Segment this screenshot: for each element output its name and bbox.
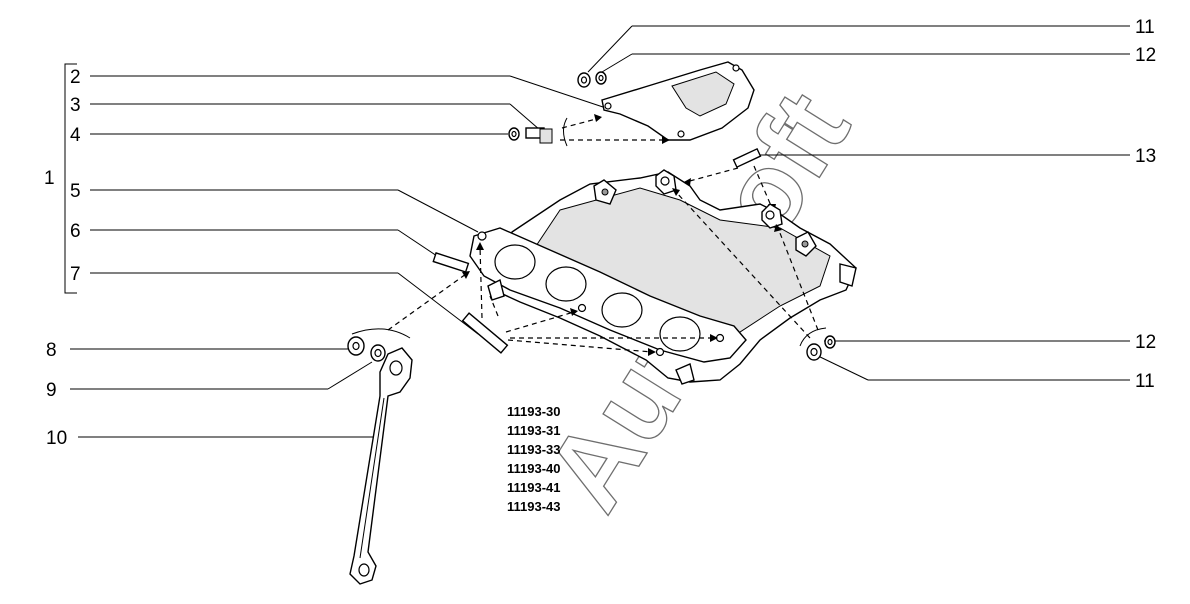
callout-1: 1	[44, 168, 55, 189]
model-codes: 11193-30 11193-31 11193-33 11193-40 1119…	[507, 404, 561, 514]
callout-4: 4	[70, 125, 81, 146]
stud-7	[461, 312, 509, 354]
callout-2: 2	[70, 67, 81, 88]
model-code-3: 11193-33	[507, 442, 561, 457]
group-bracket	[64, 63, 77, 294]
nut-washer-right	[672, 188, 836, 361]
stud-6	[432, 252, 470, 273]
callout-3: 3	[70, 95, 81, 116]
nut-washer-top	[577, 71, 607, 88]
callout-8: 8	[46, 340, 57, 361]
callout-10: 10	[46, 428, 67, 449]
exhaust-manifold	[469, 169, 857, 385]
model-code-6: 11193-43	[507, 499, 561, 514]
model-code-2: 11193-31	[507, 423, 561, 438]
assembly-arrows-top	[560, 114, 670, 147]
callout-6: 6	[70, 221, 81, 242]
callout-9: 9	[46, 380, 57, 401]
callout-11-top: 11	[1135, 17, 1155, 38]
heat-shield	[601, 61, 755, 141]
bolt-and-washer	[508, 127, 553, 144]
callout-11-right: 11	[1135, 371, 1155, 392]
callout-labels: 1 2 3 4 5 6 7 8 9 10 11 12 13 12 11	[44, 17, 1156, 449]
nut-washer-left	[347, 336, 386, 362]
support-bracket	[349, 347, 413, 585]
model-code-4: 11193-40	[507, 461, 561, 476]
assembly-arrows-left	[351, 242, 718, 356]
callout-5: 5	[70, 181, 81, 202]
callout-13: 13	[1135, 146, 1156, 167]
callout-12-right: 12	[1135, 332, 1156, 353]
model-code-5: 11193-41	[507, 480, 561, 495]
callout-12-top: 12	[1135, 45, 1156, 66]
callout-7: 7	[70, 264, 81, 285]
model-code-1: 11193-30	[507, 404, 561, 419]
leader-lines	[70, 25, 1130, 438]
